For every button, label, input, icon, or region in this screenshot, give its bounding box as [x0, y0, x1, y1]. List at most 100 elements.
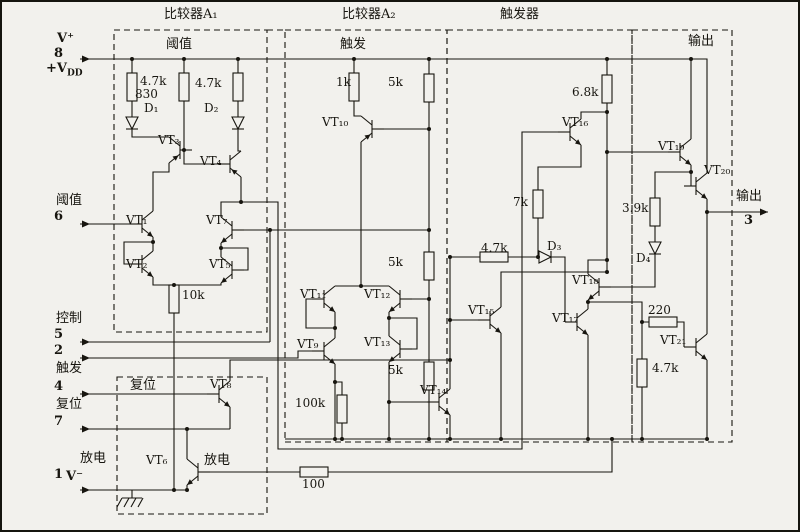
pin2-arrow-icon — [81, 353, 91, 363]
resistor-3k9 — [649, 197, 661, 227]
reset-discharge-wires — [116, 407, 613, 508]
transistor-label-vt1: VT₁ — [126, 213, 148, 227]
resistor-7k — [532, 189, 544, 219]
pin7-number: 7 — [54, 414, 64, 429]
transistor-label-vt14: VT₁₄ — [420, 383, 447, 397]
pin8-rail-label: V⁺ — [57, 31, 74, 46]
dashed-section-boxes — [113, 29, 733, 515]
transistor-label-vt2: VT₂ — [126, 257, 148, 271]
resistor-label-5k-bottom: 5k — [388, 363, 403, 377]
resistor-100k — [336, 394, 348, 424]
resistor-label-830: 830 — [135, 87, 158, 101]
resistor-label-100: 100 — [302, 477, 325, 491]
pin6-number: 6 — [54, 209, 64, 224]
resistor-label-1k: 1k — [336, 75, 351, 89]
resistor-220 — [648, 316, 678, 328]
box-comparator1 — [113, 29, 268, 333]
transistor-label-vt11: VT₁₁ — [300, 287, 327, 301]
diode-d4-symbol — [648, 241, 662, 255]
transistor-label-vt8: VT₈ — [210, 377, 232, 391]
pin8-supply-prefix: +V — [46, 61, 67, 76]
transistor-label-vt16: VT₁₆ — [562, 115, 589, 129]
resistor-label-4k7-a1-right: 4.7k — [195, 76, 222, 90]
pin4-arrow-icon — [81, 389, 91, 399]
transistor-label-vt7: VT₇ — [206, 213, 228, 227]
box-output — [631, 29, 733, 443]
resistor-4k7-out — [636, 358, 648, 388]
pin8-arrow-icon — [81, 54, 91, 64]
pin3-number: 3 — [744, 213, 754, 228]
pin6-arrow-icon — [81, 219, 91, 229]
transistor-label-vt5: VT₅ — [209, 257, 231, 271]
resistor-label-7k: 7k — [513, 195, 528, 209]
pin6-label: 阈值 — [56, 193, 83, 208]
transistor-label-vt10: VT₁₀ — [322, 115, 349, 129]
pin1-number: 1 — [54, 467, 64, 482]
flipflop-wires — [229, 59, 691, 439]
resistor-6k8 — [601, 74, 613, 104]
diode-label-d1: D₁ — [144, 101, 159, 115]
pin3-arrow-icon — [759, 207, 769, 217]
transistor-label-vt6: VT₆ — [146, 453, 168, 467]
box-comparator2 — [284, 29, 448, 443]
transistor-vt12-symbol — [388, 285, 413, 313]
pin8-supply-sub: DD — [66, 68, 83, 79]
comparator2-wires — [305, 59, 607, 439]
diode-d1-symbol — [125, 116, 139, 130]
pin7-label: 放电 — [80, 451, 107, 466]
resistor-label-4k7-ff: 4.7k — [481, 241, 508, 255]
section-title-comparator1: 比较器A₁ — [164, 7, 218, 22]
transistor-vt13-symbol — [388, 335, 413, 363]
transistor-label-vt15: VT₁₅ — [468, 303, 495, 317]
resistor-5k-top — [423, 73, 435, 103]
pin5-label: 控制 — [56, 311, 83, 326]
circuit-wiring — [80, 58, 768, 508]
resistor-label-10k: 10k — [182, 288, 205, 302]
reset-box-title: 复位 — [130, 378, 157, 393]
resistor-label-5k-top: 5k — [388, 75, 403, 89]
pin1-label: V⁻ — [66, 469, 83, 484]
section-title-output: 输出 — [688, 34, 715, 49]
transistor-label-vt4: VT₄ — [200, 154, 222, 168]
pin7-arrow-icon — [81, 424, 91, 434]
transistor-vt10-symbol — [360, 115, 385, 143]
transistor-label-vt12: VT₁₂ — [364, 287, 391, 301]
box-flipflop — [446, 29, 633, 443]
diode-label-d2: D₂ — [204, 101, 219, 115]
supply-and-ground-rails — [80, 58, 708, 440]
pin-leads — [80, 211, 768, 491]
resistor-4k7-a1-right — [232, 72, 244, 102]
resistor-label-4k7-out: 4.7k — [652, 361, 679, 375]
output-wires — [588, 59, 692, 439]
pin1-arrow-icon — [81, 485, 91, 495]
diode-label-d3: D₃ — [547, 239, 562, 253]
pin8-supply-label: +VDD — [46, 62, 83, 79]
junction-dots — [130, 57, 709, 492]
resistor-label-4k7-a1-left: 4.7k — [140, 74, 167, 88]
resistor-label-6k8: 6.8k — [572, 85, 599, 99]
header-threshold: 阈值 — [166, 37, 193, 52]
transistor-label-vt21: VT₂₁ — [660, 333, 687, 347]
transistor-label-vt3: VT₃ — [158, 133, 180, 147]
transistor-vt21-symbol — [683, 333, 708, 361]
resistor-label-3k9: 3.9k — [622, 201, 649, 215]
transistor-label-vt9: VT₉ — [297, 337, 319, 351]
pin2-label: 触发 — [56, 361, 83, 376]
box-reset — [116, 376, 268, 515]
diode-d2-symbol — [231, 116, 245, 130]
pin3-label: 输出 — [736, 189, 763, 204]
transistor-label-vt13: VT₁₃ — [364, 335, 391, 349]
diode-label-d4: D₄ — [636, 251, 651, 265]
resistor-830 — [178, 72, 190, 102]
pin5-number: 5 — [54, 327, 64, 342]
pin4-number: 4 — [54, 379, 64, 394]
section-title-comparator2: 比较器A₂ — [342, 7, 396, 22]
resistor-10k — [168, 284, 180, 314]
transistor-label-vt18: VT₁₈ — [572, 273, 599, 287]
resistor-label-220: 220 — [648, 303, 671, 317]
section-title-flipflop: 触发器 — [500, 7, 540, 22]
resistor-label-5k-mid: 5k — [388, 255, 403, 269]
inner-discharge-label: 放电 — [204, 453, 231, 468]
pin4-label: 复位 — [56, 397, 83, 412]
